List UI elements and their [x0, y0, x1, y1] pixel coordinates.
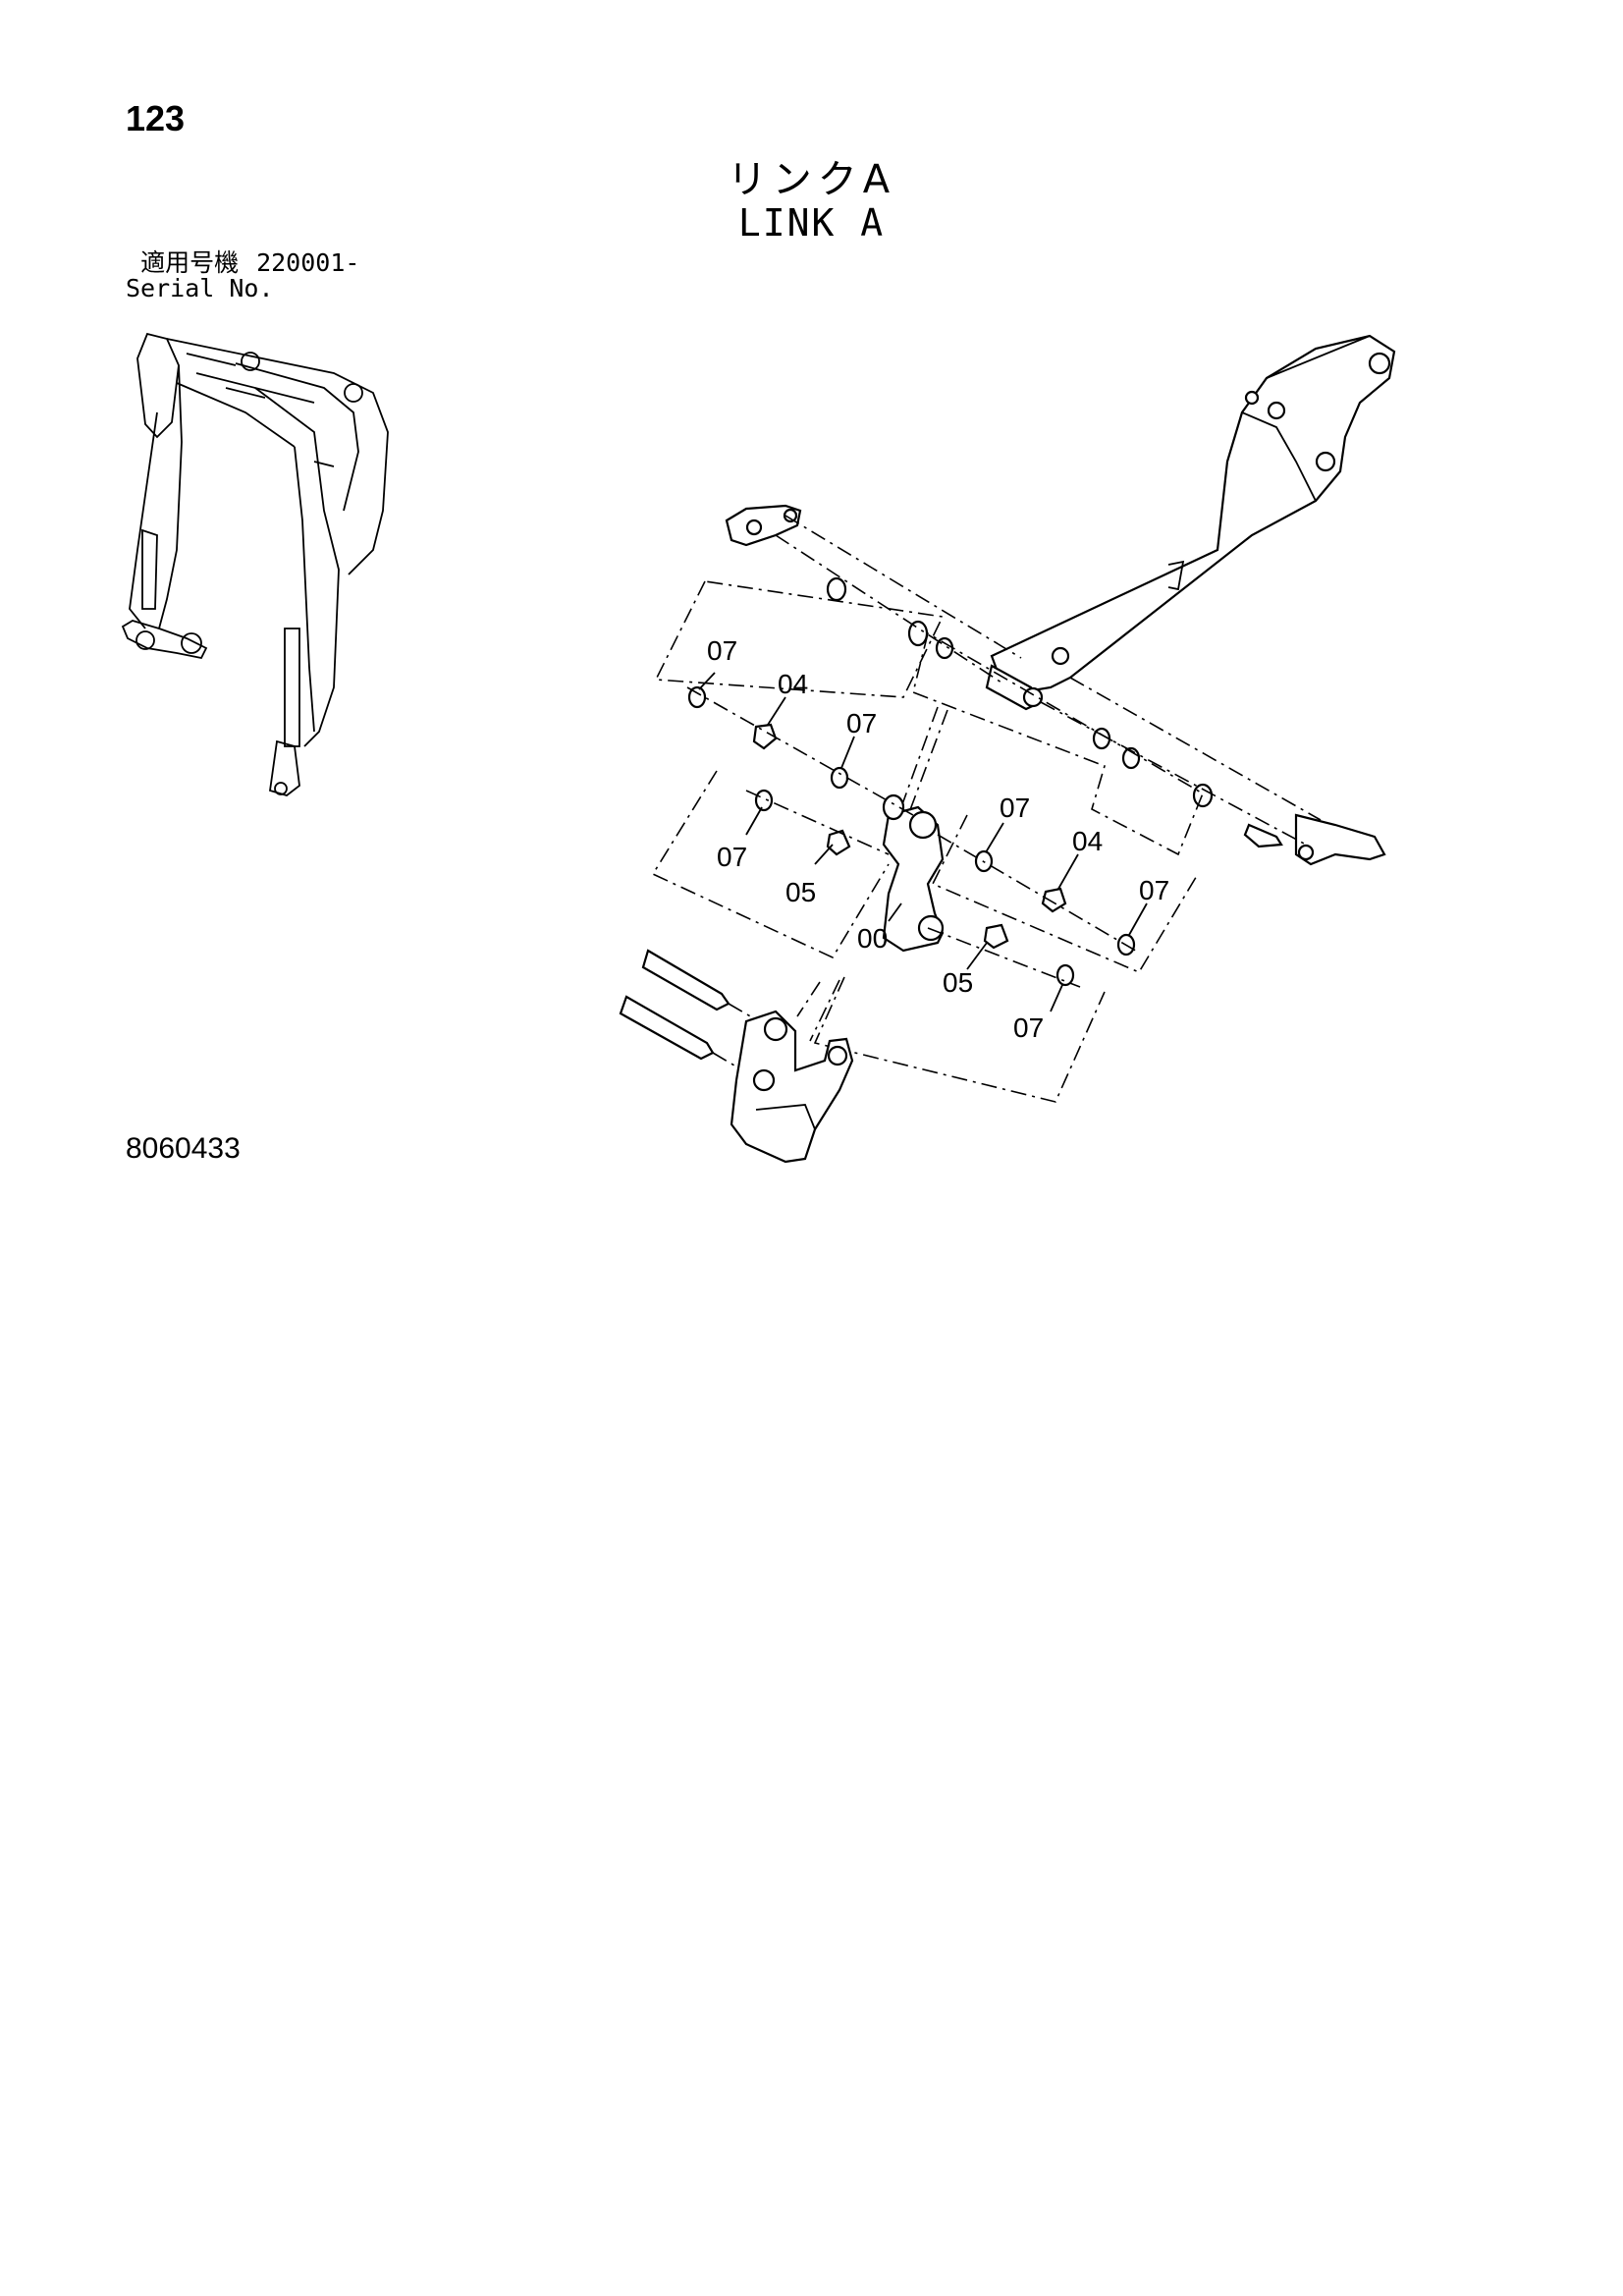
page-title-english: LINK A	[737, 201, 886, 245]
dashed-group-frame-lower-right	[931, 814, 1199, 974]
dashed-group-frame-lower	[813, 976, 1106, 1103]
callout-07: 07	[1139, 875, 1169, 905]
dashed-group-frame-right	[912, 631, 1205, 856]
pins	[619, 949, 777, 1079]
callout-04: 04	[778, 669, 808, 699]
link-part-00	[882, 706, 948, 953]
callout-07: 07	[846, 708, 877, 738]
boom-part	[990, 334, 1396, 694]
serial-applicability: 適用号機 220001- Serial No.	[126, 250, 377, 301]
serial-label-english: Serial No.	[126, 274, 274, 302]
overview-boom-illustration	[121, 332, 389, 796]
callout-07: 07	[707, 635, 737, 666]
bucket-bracket-part	[730, 979, 854, 1164]
page-title-japanese: リンクA	[727, 157, 896, 202]
lower-row-parts	[927, 923, 1081, 988]
callout-leaders	[698, 672, 1148, 1012]
callout-04: 04	[1072, 826, 1103, 856]
middle-row-parts	[745, 789, 890, 856]
callout-05: 05	[943, 967, 973, 998]
callout-00: 00	[857, 923, 888, 954]
drawing-number: 8060433	[126, 1132, 241, 1165]
callout-07: 07	[1013, 1012, 1044, 1043]
callout-07: 07	[1000, 793, 1030, 823]
page-number: 123	[126, 98, 186, 138]
callout-05: 05	[785, 877, 816, 907]
dashed-group-frame-middle	[651, 770, 890, 959]
callout-07: 07	[717, 842, 747, 872]
dashed-group-frame-upper	[654, 580, 945, 698]
left-row-parts	[686, 685, 914, 821]
right-row-parts	[937, 834, 1140, 957]
serial-value: 220001-	[256, 248, 360, 277]
serial-label-japanese: 適用号機	[140, 248, 240, 277]
